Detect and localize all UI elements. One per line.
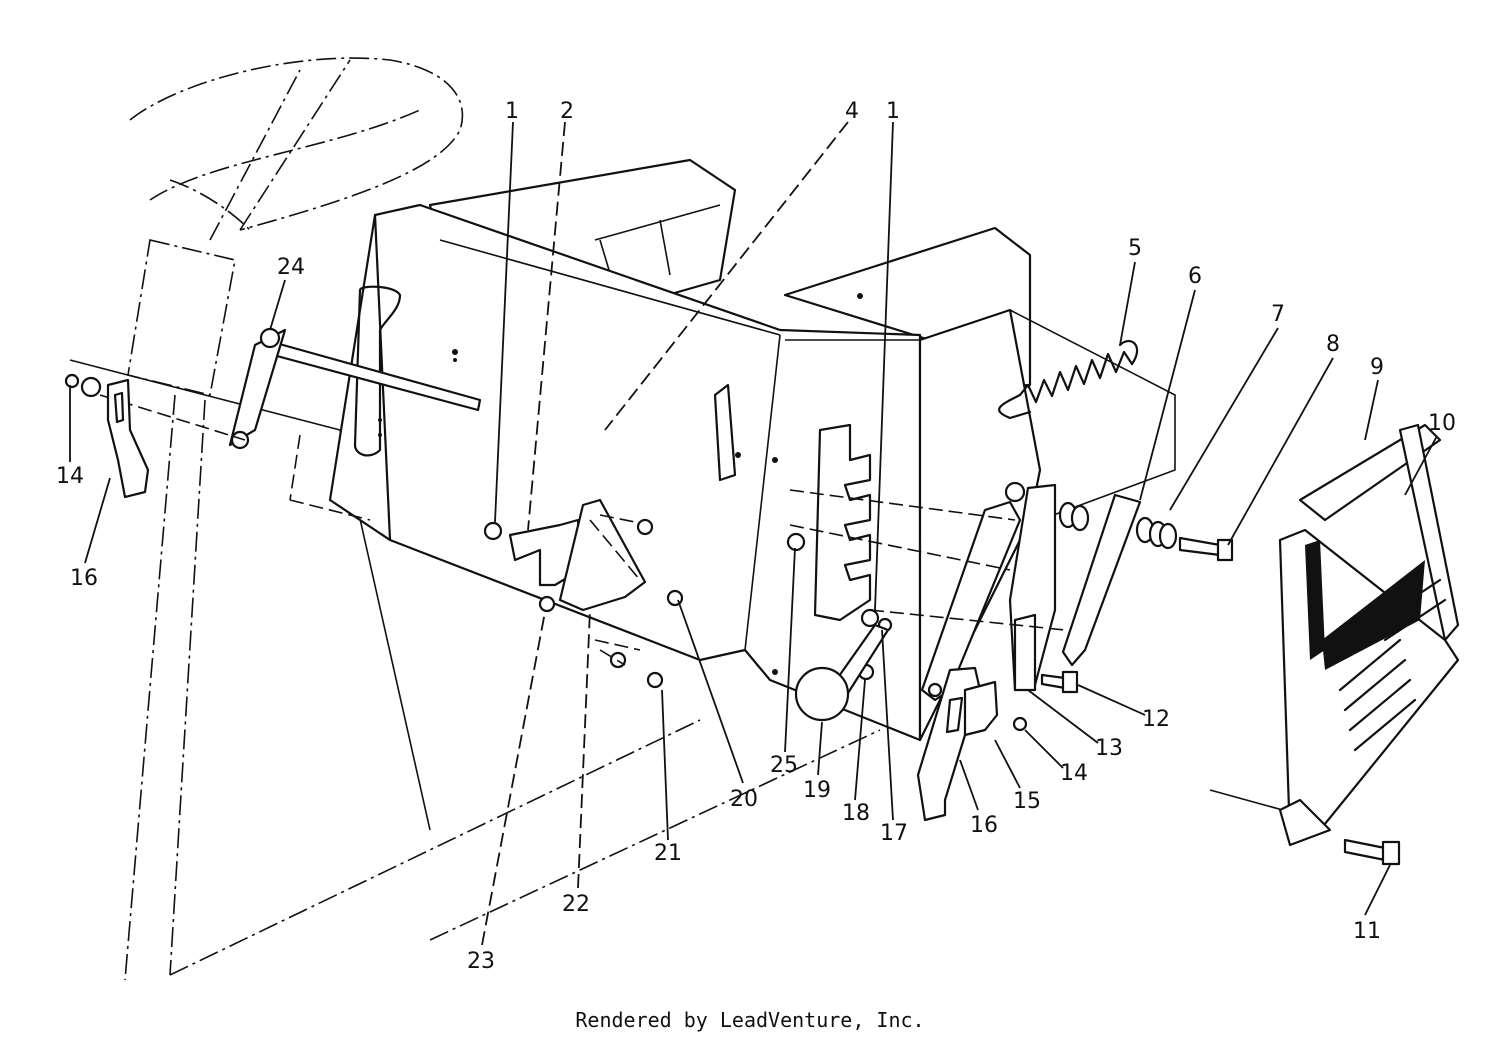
callout-17: 17: [880, 821, 908, 846]
callout-8: 8: [1326, 332, 1340, 357]
callout-5: 5: [1128, 236, 1142, 261]
callout-16-right: 16: [970, 813, 998, 838]
callout-20: 20: [730, 787, 758, 812]
callout-10: 10: [1428, 411, 1456, 436]
callout-21: 21: [654, 841, 682, 866]
linkage-plates: [483, 498, 684, 689]
fender-housing: [328, 158, 1176, 742]
callout-19: 19: [803, 778, 831, 803]
footer-credit: Rendered by LeadVenture, Inc.: [575, 1008, 925, 1032]
callout-14-left: 14: [56, 464, 84, 489]
callout-22: 22: [562, 892, 590, 917]
callout-23: 23: [467, 949, 495, 974]
shift-knob: [794, 623, 890, 722]
callout-24: 24: [277, 255, 305, 280]
callout-9: 9: [1370, 355, 1384, 380]
callout-13: 13: [1095, 736, 1123, 761]
rear-cover: [1278, 423, 1460, 866]
shift-shaft-assembly: [99, 327, 482, 521]
callout-7: 7: [1271, 302, 1285, 327]
callout-25: 25: [770, 753, 798, 778]
callout-15: 15: [1013, 789, 1041, 814]
callout-2: 2: [560, 99, 574, 124]
callout-1-right: 1: [886, 99, 900, 124]
callout-1-left: 1: [505, 99, 519, 124]
callout-11: 11: [1353, 919, 1381, 944]
leader-lines: [69, 121, 1438, 946]
left-bracket: [64, 373, 150, 499]
callout-16-left: 16: [70, 566, 98, 591]
callout-18: 18: [842, 801, 870, 826]
callout-4: 4: [845, 99, 859, 124]
callout-labels: 1 2 4 1 5 6 7 8 9 10 11 12 13 14 15 16 1…: [56, 99, 1456, 974]
callout-14-right: 14: [1060, 761, 1088, 786]
callout-12: 12: [1142, 707, 1170, 732]
right-linkage: [786, 339, 1234, 822]
callout-6: 6: [1188, 264, 1202, 289]
